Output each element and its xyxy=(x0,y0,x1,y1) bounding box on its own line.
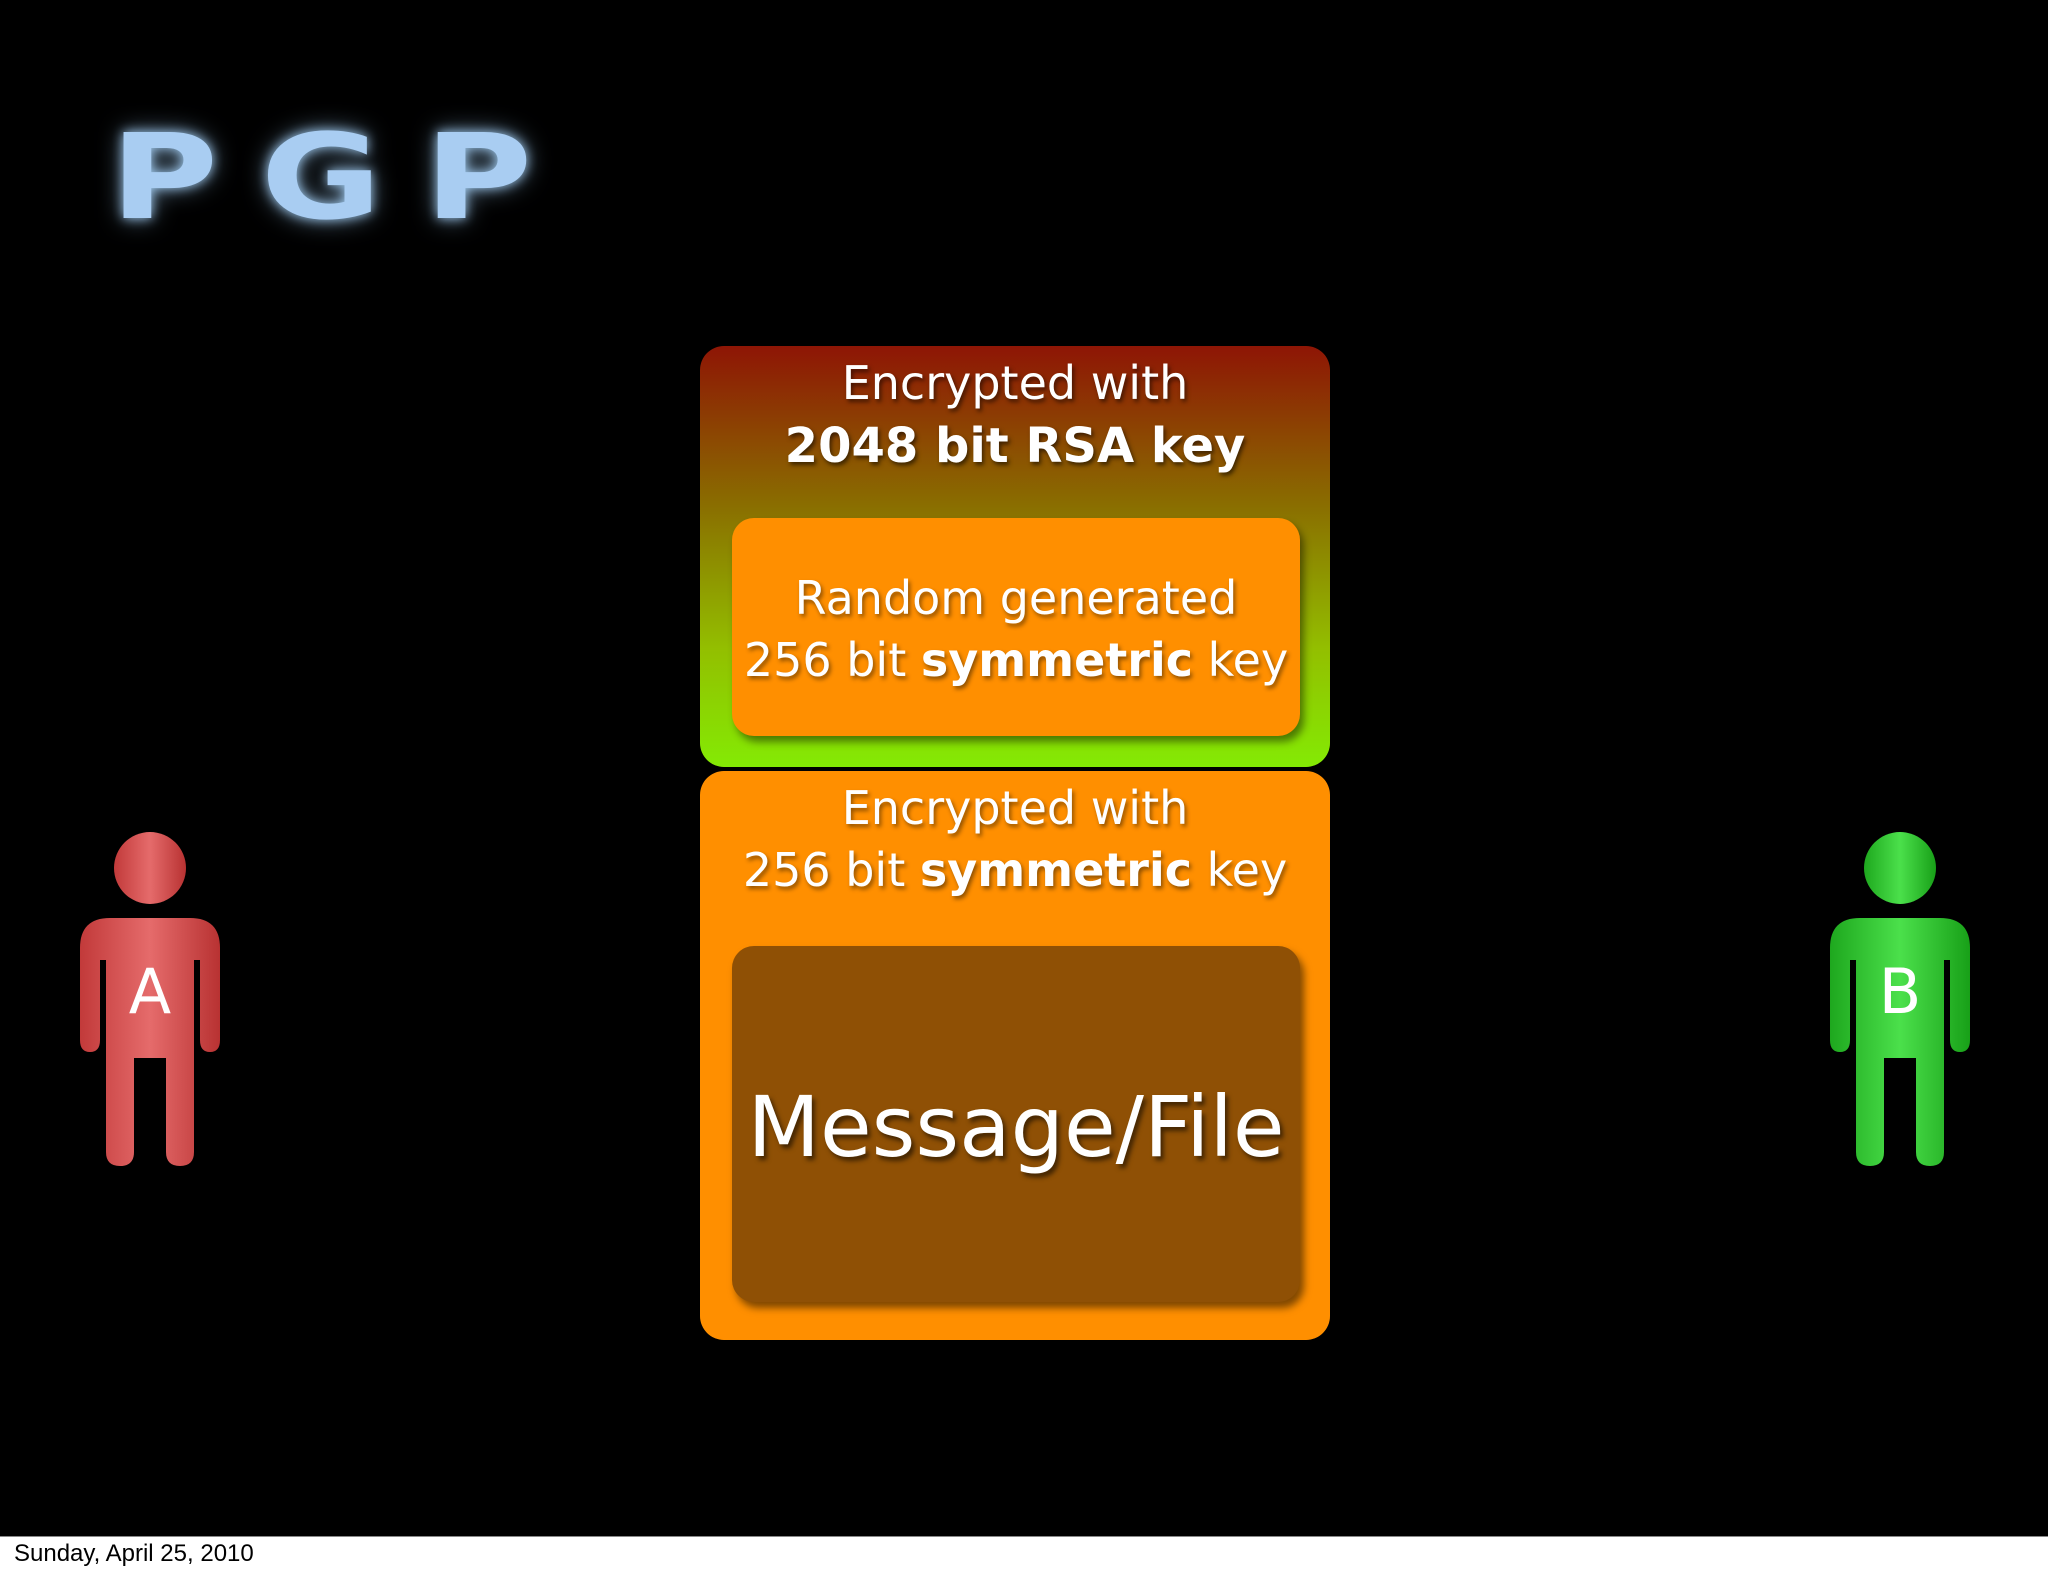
symmetric-envelope-key-label: 256 bit symmetric key xyxy=(700,843,1330,897)
symmetric-key-prefix: 256 bit xyxy=(743,633,921,687)
slide-title: PGP xyxy=(110,108,575,246)
message-file-box xyxy=(732,946,1300,1302)
symmetric-key-box xyxy=(732,518,1300,736)
symmetric-envelope-suffix: key xyxy=(1192,843,1288,897)
recipient-person-icon xyxy=(1830,832,1970,1166)
symmetric-envelope-bold: symmetric xyxy=(919,843,1193,897)
footer-date: Sunday, April 25, 2010 xyxy=(14,1540,254,1567)
symmetric-envelope-heading: Encrypted with xyxy=(841,781,1189,835)
symmetric-key-heading: Random generated xyxy=(794,571,1238,625)
recipient-label: B xyxy=(1878,955,1922,1028)
sender-person-icon xyxy=(80,832,220,1166)
message-file-label: Message/File xyxy=(747,1078,1285,1176)
rsa-envelope-key-label: 2048 bit RSA key xyxy=(784,418,1246,474)
symmetric-key-description: 256 bit symmetric key xyxy=(732,633,1300,687)
symmetric-envelope-prefix: 256 bit xyxy=(742,843,920,897)
rsa-envelope-heading: Encrypted with xyxy=(841,356,1189,410)
symmetric-key-suffix: key xyxy=(1193,633,1289,687)
slide-canvas: PGP Encrypted with 2048 bit RSA key Rand… xyxy=(0,0,2048,1536)
print-footer xyxy=(0,1536,2048,1577)
sender-label: A xyxy=(128,955,172,1028)
symmetric-key-bold: symmetric xyxy=(920,633,1194,687)
